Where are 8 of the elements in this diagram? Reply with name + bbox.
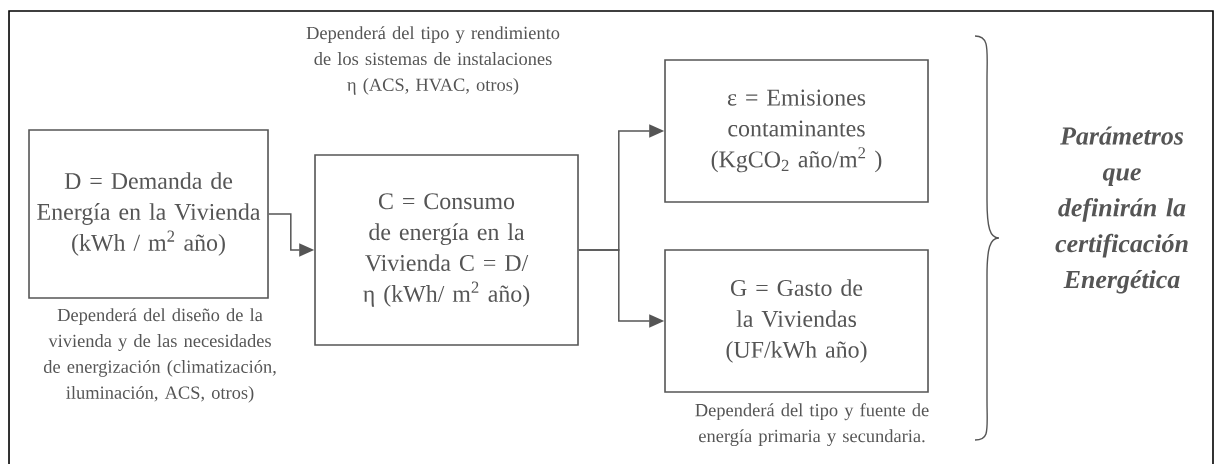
note-text: Dependerá del diseño de la vivienda y de las necesidades de energización (climatización, iluminación, ACS, otros) bbox=[43, 308, 276, 403]
side-label: Parámetros que definirán la certificación Energética bbox=[1055, 126, 1188, 294]
note-text: Dependerá del tipo y rendimiento de los sistemas de instalaciones η (ACS, HVAC, otros) bbox=[306, 26, 560, 95]
note-text: Dependerá del tipo y fuente de energía primaria y secundaria. bbox=[695, 403, 929, 447]
process-box: ε = Emisiones contaminantes (KgCO$_{2}$ año/m$^{2}$ ) bbox=[664, 59, 929, 203]
process-box: D = Demanda de Energía en la Vivienda (kWh / m$^{2}$ año) bbox=[28, 129, 269, 299]
process-box: C = Consumo de energía en la Vivienda C = D/ η (kWh/ m$^{2}$ año) bbox=[314, 154, 579, 346]
process-box: G = Gasto de la Viviendas (UF/kWh año) bbox=[664, 249, 929, 393]
